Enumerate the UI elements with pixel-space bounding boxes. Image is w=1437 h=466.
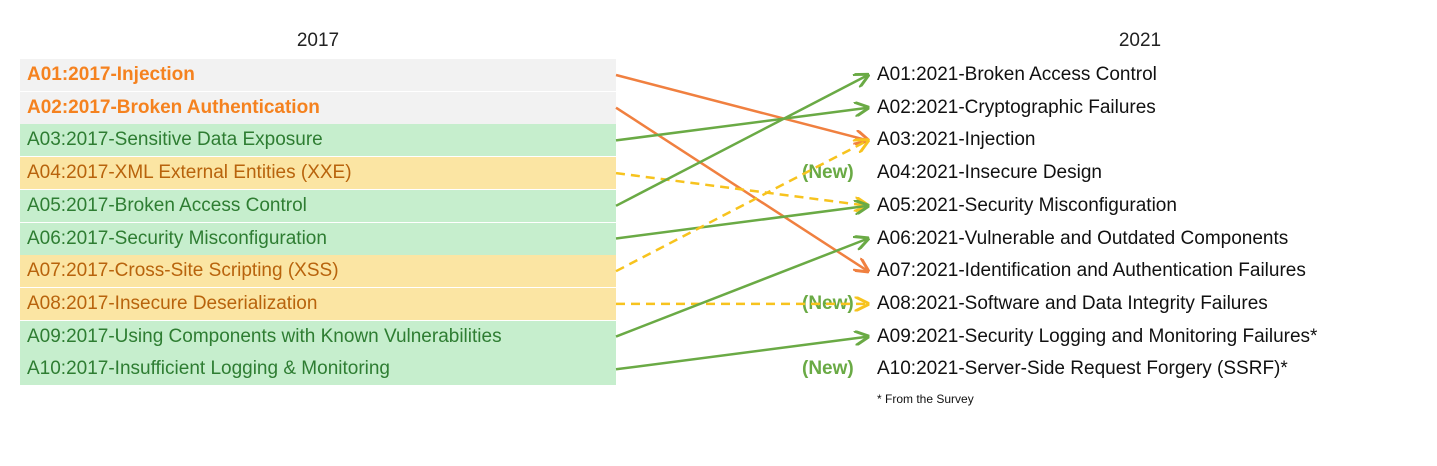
list-item-label: A02:2017-Broken Authentication [27, 96, 320, 118]
column-title-2021: 2021 [1118, 30, 1162, 51]
list-item-2017: A01:2017-Injection [20, 59, 616, 91]
list-item-label: A01:2017-Injection [27, 64, 195, 85]
list-item-2021: A07:2021-Identification and Authenticati… [877, 260, 1306, 282]
list-item-2017: A07:2017-Cross-Site Scripting (XSS) [20, 255, 616, 288]
mapping-arrow [615, 337, 868, 371]
new-badge: (New) [802, 358, 854, 380]
list-item-2017: A06:2017-Security Misconfiguration [20, 222, 616, 255]
mapping-arrow [615, 171, 868, 206]
new-badge: (New) [802, 162, 854, 184]
mapping-arrow [615, 108, 868, 142]
mapping-arrow [615, 206, 868, 240]
mapping-arrow [615, 75, 868, 207]
list-item-2017: A09:2017-Using Components with Known Vul… [20, 320, 616, 353]
list-item-2021: A10:2021-Server-Side Request Forgery (SS… [877, 358, 1288, 380]
list-item-label: A03:2017-Sensitive Data Exposure [27, 129, 323, 151]
list-item-2017: A08:2017-Insecure Deserialization [20, 287, 616, 320]
list-item-label: A06:2017-Security Misconfiguration [27, 227, 327, 249]
list-item-2021: A03:2021-Injection [877, 129, 1036, 151]
mapping-arrow [615, 239, 868, 338]
list-item-2017: A02:2017-Broken Authentication [20, 91, 616, 124]
list-item-2017: A10:2017-Insufficient Logging & Monitori… [20, 353, 616, 386]
mapping-arrow [615, 73, 868, 140]
list-item-label: A07:2017-Cross-Site Scripting (XSS) [27, 260, 339, 282]
list-item-label: A09:2017-Using Components with Known Vul… [27, 325, 502, 347]
list-item-2021: A01:2021-Broken Access Control [877, 64, 1157, 85]
mapping-arrow [615, 140, 868, 273]
column-title-2017: 2017 [296, 30, 340, 51]
list-item-2017: A03:2017-Sensitive Data Exposure [20, 124, 616, 157]
list-item-2017: A04:2017-XML External Entities (XXE) [20, 157, 616, 190]
list-item-2021: A06:2021-Vulnerable and Outdated Compone… [877, 227, 1289, 249]
list-item-2021: A04:2021-Insecure Design [877, 162, 1102, 184]
list-item-2017: A05:2017-Broken Access Control [20, 189, 616, 222]
list-item-2021: A05:2021-Security Misconfiguration [877, 194, 1177, 216]
list-item-2021: A02:2021-Cryptographic Failures [877, 96, 1156, 118]
list-item-2021: A08:2021-Software and Data Integrity Fai… [877, 292, 1268, 314]
list-item-label: A08:2017-Insecure Deserialization [27, 292, 318, 314]
list-item-label: A10:2017-Insufficient Logging & Monitori… [27, 358, 391, 380]
list-item-label: A05:2017-Broken Access Control [27, 194, 307, 216]
list-item-label: A04:2017-XML External Entities (XXE) [27, 162, 352, 184]
survey-footnote: * From the Survey [877, 392, 974, 406]
list-item-2021: A09:2021-Security Logging and Monitoring… [877, 325, 1318, 347]
